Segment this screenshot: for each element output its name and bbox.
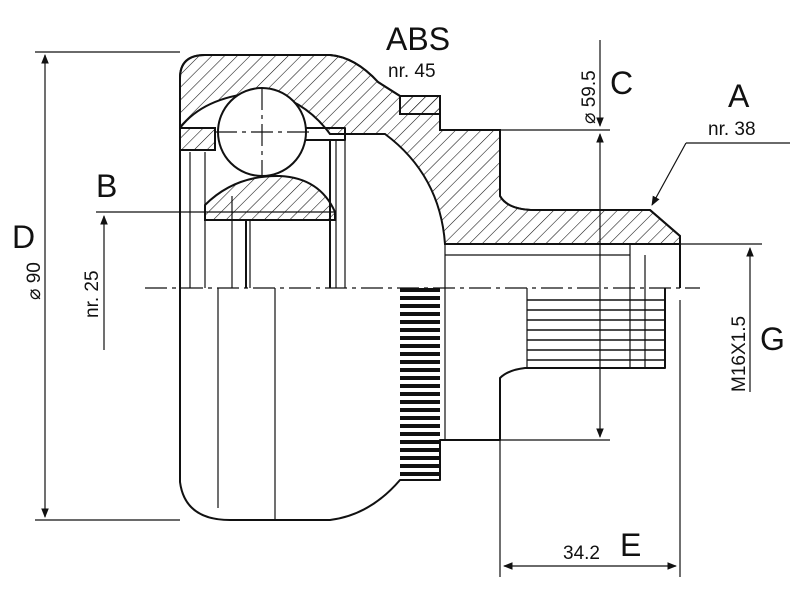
abs-tooth xyxy=(400,416,440,420)
label-abs-teeth: nr. 45 xyxy=(388,61,436,82)
label-c-diameter: ⌀ 59.5 xyxy=(579,70,600,124)
abs-tooth xyxy=(400,320,440,324)
dimension-c xyxy=(500,40,610,441)
abs-tooth xyxy=(400,432,440,436)
abs-ring-section xyxy=(399,95,441,115)
abs-tooth xyxy=(400,336,440,340)
abs-tooth xyxy=(400,288,440,292)
label-d: D xyxy=(12,219,35,255)
abs-tooth xyxy=(400,424,440,428)
abs-tooth xyxy=(400,304,440,308)
dimension-a xyxy=(651,142,790,206)
dimension-g xyxy=(680,243,762,392)
dimension-b xyxy=(96,211,335,350)
inner-race xyxy=(179,127,346,221)
abs-tooth xyxy=(400,296,440,300)
label-d-diameter: ⌀ 90 xyxy=(24,262,45,300)
dimension-e xyxy=(499,300,681,577)
label-e-length: 34.2 xyxy=(563,543,600,564)
abs-tooth xyxy=(400,352,440,356)
abs-tooth xyxy=(400,360,440,364)
abs-tooth xyxy=(400,312,440,316)
abs-tooth xyxy=(400,400,440,404)
inner-structure-lines xyxy=(189,133,446,520)
abs-ring-teeth xyxy=(400,288,440,476)
dimension-d xyxy=(35,51,180,521)
label-abs: ABS xyxy=(386,21,450,57)
abs-tooth xyxy=(400,408,440,412)
abs-tooth xyxy=(400,384,440,388)
abs-tooth xyxy=(400,392,440,396)
label-b: B xyxy=(96,168,117,204)
label-a: A xyxy=(728,78,750,114)
abs-tooth xyxy=(400,472,440,476)
label-a-teeth: nr. 38 xyxy=(708,119,756,140)
abs-tooth xyxy=(400,376,440,380)
spline-shaft xyxy=(445,244,665,368)
abs-tooth xyxy=(400,464,440,468)
abs-tooth xyxy=(400,440,440,444)
label-e: E xyxy=(620,527,641,563)
label-g: G xyxy=(760,321,785,357)
label-g-thread: M16X1.5 xyxy=(729,316,750,392)
abs-tooth xyxy=(400,456,440,460)
abs-tooth xyxy=(400,344,440,348)
abs-tooth xyxy=(400,328,440,332)
abs-tooth xyxy=(400,368,440,372)
label-b-teeth: nr. 25 xyxy=(82,270,103,318)
abs-tooth xyxy=(400,448,440,452)
label-c: C xyxy=(610,65,633,101)
